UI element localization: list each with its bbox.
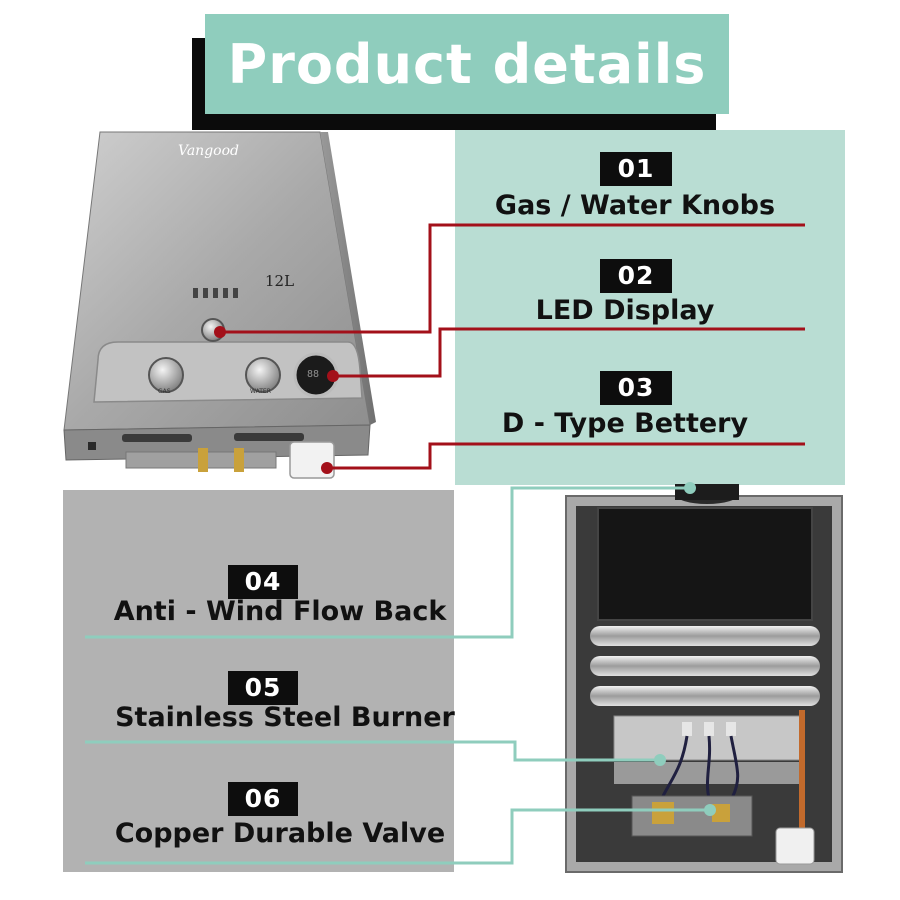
title-banner: Product details: [205, 14, 729, 114]
feature-number-02: 02: [600, 259, 672, 293]
feature-number-06: 06: [228, 782, 298, 816]
water-heater-exterior-image: [63, 131, 376, 479]
led-display-value: 88: [307, 369, 320, 380]
capacity-label: 12L: [265, 272, 295, 290]
feature-label-d-type-battery: D - Type Bettery: [501, 408, 749, 439]
feature-number-03: 03: [600, 371, 672, 405]
feature-number-01: 01: [600, 152, 672, 186]
feature-label-led-display: LED Display: [535, 295, 715, 326]
water-knob-label: WATER: [250, 388, 271, 395]
feature-label-anti-wind-flow-back: Anti - Wind Flow Back: [113, 596, 447, 627]
brand-logo: Vangood: [178, 143, 239, 159]
page-title: Product details: [227, 32, 707, 96]
feature-label-copper-durable-valve: Copper Durable Valve: [114, 818, 446, 849]
feature-number-04: 04: [228, 565, 298, 599]
feature-label-gas-water-knobs: Gas / Water Knobs: [494, 190, 776, 221]
gas-knob-label: GAS: [158, 388, 171, 395]
feature-number-05: 05: [228, 671, 298, 705]
feature-label-stainless-steel-burner: Stainless Steel Burner: [115, 702, 455, 733]
water-heater-interior-image: [565, 484, 843, 873]
